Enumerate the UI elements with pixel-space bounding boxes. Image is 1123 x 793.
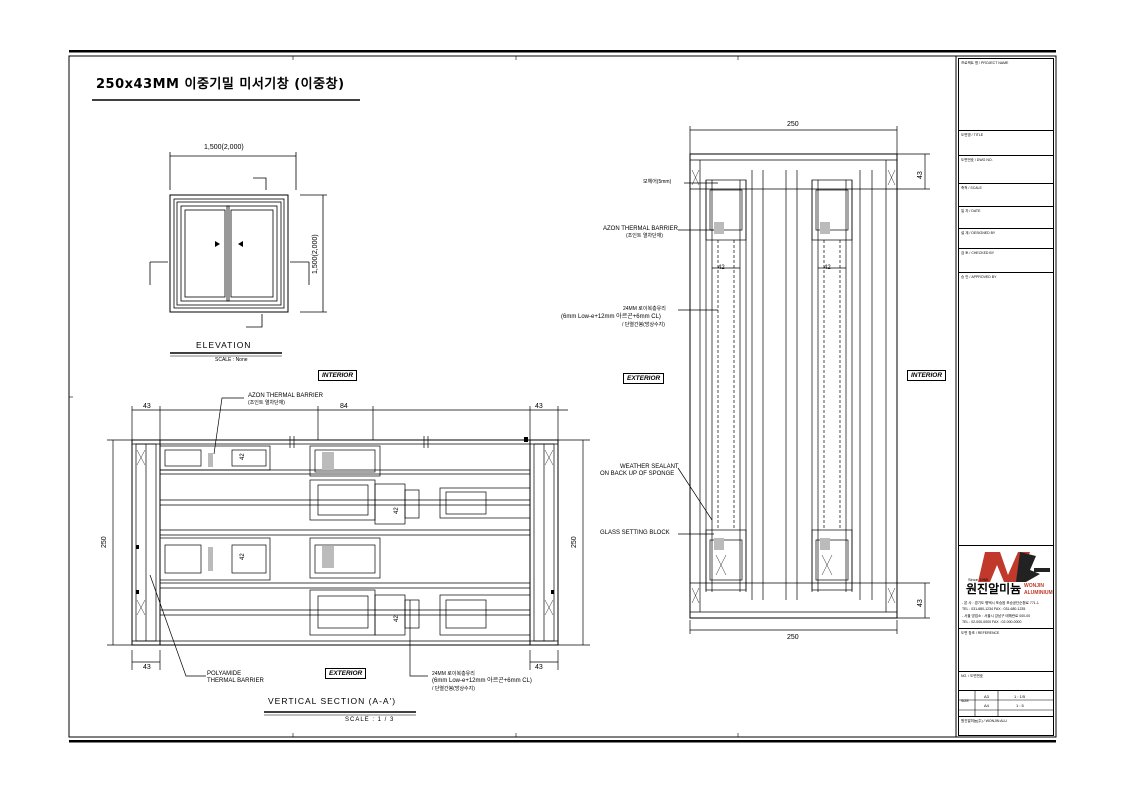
tb-row-no: NO. / 도면번호 xyxy=(961,674,984,678)
company-addr-1: - 본 사 : 경기도 평택시 포승읍 포승공단순환로 771-1 xyxy=(962,601,1039,605)
vs-dim-mid-top: 84 xyxy=(340,403,348,410)
tb-sep-8 xyxy=(958,628,1054,629)
vs-scale: SCALE : 1 / 3 xyxy=(345,717,395,723)
vs-glass-note-1: 24MM 로이복층유리 xyxy=(432,671,475,677)
hs-top-dim: 250 xyxy=(787,121,799,128)
tb-row-2: 도면번호 / DWG NO. xyxy=(961,158,993,162)
hs-setting-note: GLASS SETTING BLOCK xyxy=(600,530,670,536)
scale-size-label: SIZE xyxy=(961,699,969,703)
elevation-label: ELEVATION xyxy=(196,340,252,350)
hs-interior-label: INTERIOR xyxy=(907,370,947,381)
top-border xyxy=(69,50,1056,53)
frame-cross-marks xyxy=(691,169,896,604)
title-block xyxy=(958,58,1054,736)
tb-row-5: 설 계 / DESIGNED BY xyxy=(961,231,996,235)
company-addr-4: TEL : 02-000-0000 FAX : 02-000-0000 xyxy=(962,620,1022,624)
hs-glass-note-2: (6mm Low-e+12mm 아르곤+6mm CL) xyxy=(561,314,661,320)
tb-row-ref: 도면 참조 / REFERENCE xyxy=(961,631,1000,635)
hs-glass-dim-b: 42 xyxy=(824,265,831,271)
hs-bottom-dim: 250 xyxy=(787,634,799,641)
drawing-title: 250x43MM 이중기밀 미서기창 (이중창) xyxy=(96,77,345,92)
hs-azon-note-1: AZON THERMAL BARRIER xyxy=(603,226,679,232)
hs-glass-note-3: / 단열간봉(방상수지) xyxy=(622,322,665,328)
vs-azon-note-1: AZON THERMAL BARRIER xyxy=(248,393,324,399)
hs-weather-note-1: WEATHER SEALANT xyxy=(620,464,679,470)
hs-weather-note-2: ON BACK UP OF SPONGE xyxy=(600,471,675,477)
elevation-width-dim: 1,500(2,000) xyxy=(204,144,244,151)
tb-footer: 원진알미늄(주) / WONJIN ALU xyxy=(961,719,1007,723)
tb-sep-1 xyxy=(958,130,1054,131)
elevation-scale: SCALE : None xyxy=(215,357,248,363)
scale-a3-label: A3 xyxy=(984,694,989,699)
bottom-border xyxy=(69,740,1056,743)
vs-dim-left-top: 43 xyxy=(143,403,151,410)
tb-sep-9 xyxy=(958,671,1054,672)
company-addr-3: - 서울 영업소 : 서울시 강남구 테헤란로 000-00 xyxy=(962,614,1031,618)
scale-a4-label: A4 xyxy=(984,703,989,708)
scale-a3-value: 1 : 1/5 xyxy=(1014,694,1026,699)
vs-dim-right-bottom: 43 xyxy=(535,664,543,671)
tb-sep-10 xyxy=(958,690,1054,691)
tb-row-7: 승 인 / APPROVED BY xyxy=(961,275,997,279)
hs-mohair-note: 모헤어(5mm) xyxy=(643,179,672,185)
hs-exterior-label: EXTERIOR xyxy=(623,373,665,384)
vs-label: VERTICAL SECTION (A-A') xyxy=(268,696,397,706)
scale-a4-value: 1 : 5 xyxy=(1016,703,1024,708)
company-name-en-2: ALUMINIUM xyxy=(1024,590,1053,596)
edge-ticks xyxy=(69,56,739,737)
inner-frame xyxy=(68,55,1057,738)
tb-sep-2 xyxy=(958,155,1054,156)
vs-glass-note-2: (6mm Low-e+12mm 아르곤+6mm CL) xyxy=(432,678,532,684)
tb-sep-6 xyxy=(958,248,1054,249)
tb-row-0: 프로젝트 명 / PROJECT NAME xyxy=(961,61,1009,65)
tb-row-4: 일 자 / DATE xyxy=(961,209,981,213)
tb-sep-7 xyxy=(958,272,1054,273)
logo-tagline: Since 1969 xyxy=(968,577,989,582)
tb-sep-5 xyxy=(958,228,1054,229)
vs-glass-note-3: / 단열간봉(방상수지) xyxy=(432,686,475,692)
vs-dim-left-bottom: 43 xyxy=(143,664,151,671)
tb-row-3: 축척 / SCALE xyxy=(961,186,982,190)
vs-poly-note-1: POLYAMIDE xyxy=(207,671,242,677)
hs-glass-dim-a: 42 xyxy=(718,265,725,271)
company-name-kr: 원진알미늄 xyxy=(966,582,1022,596)
vs-azon-note-2: (조인트 열차단재) xyxy=(248,400,285,406)
vs-poly-note-2: THERMAL BARRIER xyxy=(207,678,264,684)
vs-interior-label: INTERIOR xyxy=(318,370,358,381)
jamb-cross-marks xyxy=(136,449,554,616)
company-addr-2: TEL : 031-680-1234 FAX : 031-680-1235 xyxy=(962,607,1026,611)
company-name-en-1: WONJIN xyxy=(1024,583,1044,589)
vs-exterior-label: EXTERIOR xyxy=(325,668,367,679)
tb-sep-4 xyxy=(958,206,1054,207)
tb-row-1: 도면명 / TITLE xyxy=(961,133,984,137)
hs-glass-note-1: 24MM 로이복층유리 xyxy=(623,306,666,312)
tb-row-6: 검 토 / CHECKED BY xyxy=(961,251,995,255)
vs-dim-right-top: 43 xyxy=(535,403,543,410)
tb-sep-logo xyxy=(958,545,1054,546)
hs-azon-note-2: (조인트 열차단재) xyxy=(626,233,663,239)
tb-sep-3 xyxy=(958,183,1054,184)
tb-sep-11 xyxy=(958,716,1054,717)
